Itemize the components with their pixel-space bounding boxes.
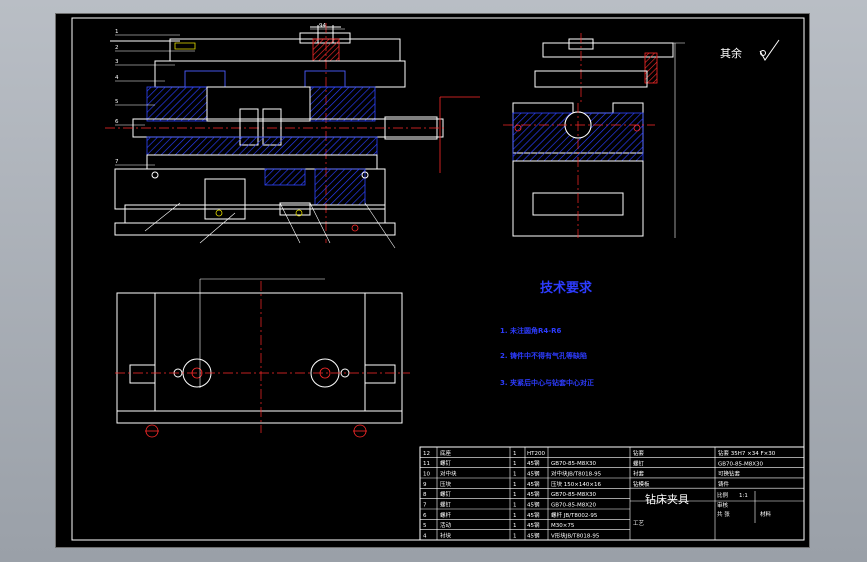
bom-right-name: 钻套 [633,449,645,457]
scale-value: 1:1 [739,493,748,499]
bom-right-name: 衬套 [633,470,645,478]
bom-no: 8 [423,492,427,498]
bom-right-spec: GB70-85-M8X30 [718,461,764,467]
bom-qty: 1 [513,534,517,540]
bom-name: 螺杆 [440,511,452,519]
bom-right-name: 钻模板 [633,480,650,488]
callout-5: 5 [115,99,119,105]
bom-no: 9 [423,482,427,488]
callout-1: 1 [115,29,119,35]
bom-name: 衬块 [440,532,452,540]
bom-name: 对中块 [440,470,457,478]
bom-note: GB70-85-M8X30 [551,492,597,498]
bom-mat: 45钢 [527,490,540,498]
bom-mat: 45钢 [527,511,540,519]
bom-right-spec: 钻套 35H7 ×34 F×30 [718,449,776,457]
bom-right-spec: 铸件 [718,480,730,488]
tech-item-2: 2. 铸件中不得有气孔等缺陷 [500,351,587,360]
drawing-name: 钻床夹具 [645,492,689,506]
bom-no: 11 [423,461,430,467]
bom-note: 对中块JB/T8018-95 [551,470,602,478]
extra-label: 工艺 [633,520,645,527]
bom-no: 6 [423,513,427,519]
bom-qty: 1 [513,492,517,498]
bom-mat: 45钢 [527,521,540,529]
sheet-label: 共 张 [717,510,730,518]
side-view[interactable] [503,33,685,238]
bom-mat: 45钢 [527,459,540,467]
bom-note: GB70-85-M8X20 [551,503,597,509]
bom-mat: 45钢 [527,470,540,478]
bom-note: GB70-85-M8X30 [551,461,597,467]
sheet-outer-border [55,13,810,548]
bom-mat: 45钢 [527,480,540,488]
drawing-sheet[interactable]: 1 2 3 4 5 6 7 94 [55,13,810,548]
bom-note: 压块 150×140×16 [551,480,601,488]
bom-note: 螺杆 JB/T8002-95 [551,511,598,519]
bom-mat: HT200 [527,451,545,457]
svg-text:其余: 其余 [720,46,742,60]
drawn-label: 审核 [717,501,729,509]
bom-name: 螺钉 [440,490,452,498]
tech-item-1: 1. 未注圆角R4-R6 [500,326,562,335]
scale-label: 比例 [717,491,729,499]
bom-name: 活动 [440,521,452,529]
roughness-note: 其余 [720,39,780,61]
bom-mat: 45钢 [527,501,540,509]
bom-name: 螺钉 [440,459,452,467]
bom-no: 5 [423,523,427,529]
front-view[interactable]: 1 2 3 4 5 6 7 94 [105,23,480,249]
bom-note: M30×75 [551,523,575,529]
bom-no: 4 [423,534,427,540]
bom-no: 7 [423,503,427,509]
callout-4: 4 [115,75,119,81]
tech-title: 技术要求 [540,280,593,296]
callout-7: 7 [115,159,119,165]
bom-no: 10 [423,472,430,478]
bom-name: 压块 [440,480,452,488]
bom-name: 螺钉 [440,501,452,509]
bom-qty: 1 [513,482,517,488]
bom-no: 12 [423,451,430,457]
bom-qty: 1 [513,503,517,509]
drawing-canvas: 1 2 3 4 5 6 7 94 [55,13,810,548]
bom-qty: 1 [513,472,517,478]
technical-requirements: 技术要求 1. 未注圆角R4-R6 2. 铸件中不得有气孔等缺陷 3. 夹紧后中… [500,280,594,387]
tech-item-3: 3. 夹紧后中心与钻套中心对正 [500,378,594,387]
bom-right-column: 钻套 钻套 35H7 ×34 F×30 螺钉 GB70-85-M8X30 衬套 可换钻套钻… [630,449,804,489]
bom-qty: 1 [513,523,517,529]
dimension-94: 94 [319,23,326,29]
callout-6: 6 [115,119,119,125]
title-block-text: 钻床夹具 比例 1:1 审核 共 张 工艺 材料 [633,491,772,527]
bom-qty: 1 [513,513,517,519]
material-label: 材料 [760,510,772,518]
bom-qty: 1 [513,461,517,467]
bom-qty: 1 [513,451,517,457]
bom-right-spec: 可换钻套 [718,470,741,478]
callout-3: 3 [115,59,119,65]
callout-2: 2 [115,45,119,51]
top-view[interactable] [115,278,410,438]
bom-mat: 45钢 [527,532,540,540]
bom-name: 底座 [440,449,452,457]
bom-right-name: 螺钉 [633,459,645,467]
bom-note: V形块JB/T8018-95 [551,532,600,540]
